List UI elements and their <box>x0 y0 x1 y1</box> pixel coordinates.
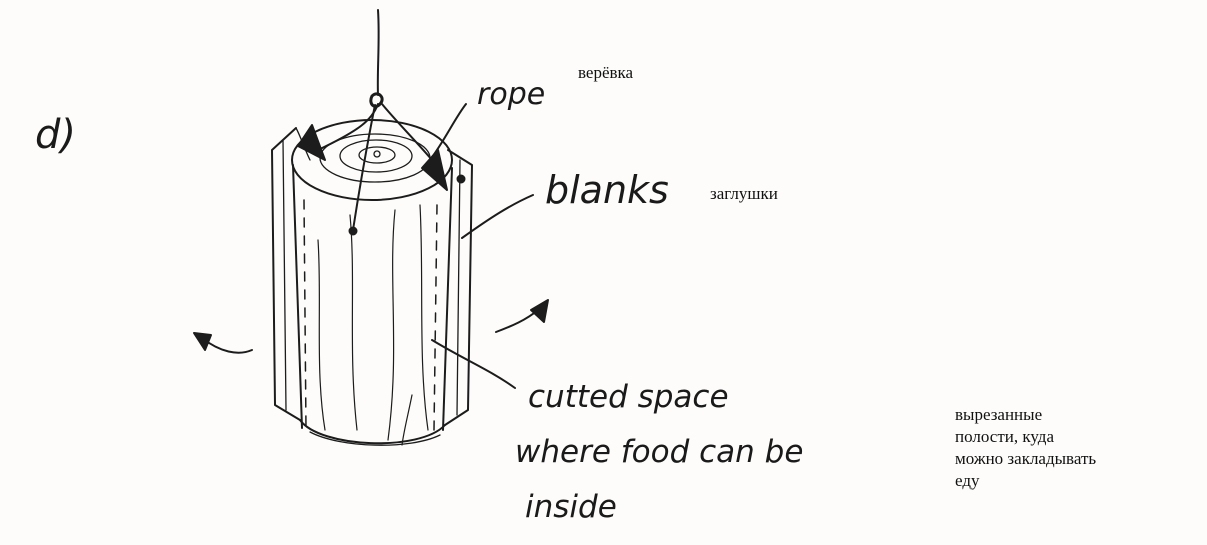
arrow-right <box>496 310 538 332</box>
rope-leader <box>430 104 466 160</box>
log-bottom <box>300 420 445 443</box>
cut-label-typed-line: можно закладывать <box>955 448 1200 470</box>
cut-label-handwritten-line: where food can be <box>515 434 803 470</box>
cut-label-typed: вырезанные полости, куда можно закладыва… <box>955 404 1200 492</box>
tree-ring <box>340 140 412 172</box>
rope-label-handwritten: rope <box>477 77 545 112</box>
blanks-leader <box>462 195 533 238</box>
rope-line <box>378 10 379 95</box>
log-right-side <box>443 168 452 430</box>
cut-label-typed-line: еду <box>955 470 1200 492</box>
rope-knot <box>371 94 382 107</box>
rope-label-typed: верёвка <box>578 62 633 84</box>
cut-label-typed-line: полости, куда <box>955 426 1200 448</box>
blanks-label-handwritten: blanks <box>545 168 669 212</box>
part-letter: d) <box>35 112 76 158</box>
rope-right-strand <box>382 104 432 160</box>
tree-ring <box>359 147 395 163</box>
tree-ring <box>320 134 430 182</box>
cut-label-handwritten-line: inside <box>525 489 617 525</box>
cut-label-handwritten-line: cutted space <box>528 379 729 415</box>
cut-line-left <box>304 200 306 430</box>
rope-end-dot <box>458 176 465 183</box>
cut-line-right <box>434 205 437 430</box>
cut-label-typed-line: вырезанные <box>955 404 1200 426</box>
log-left-side <box>293 165 302 428</box>
blanks-label-typed: заглушки <box>710 183 778 205</box>
